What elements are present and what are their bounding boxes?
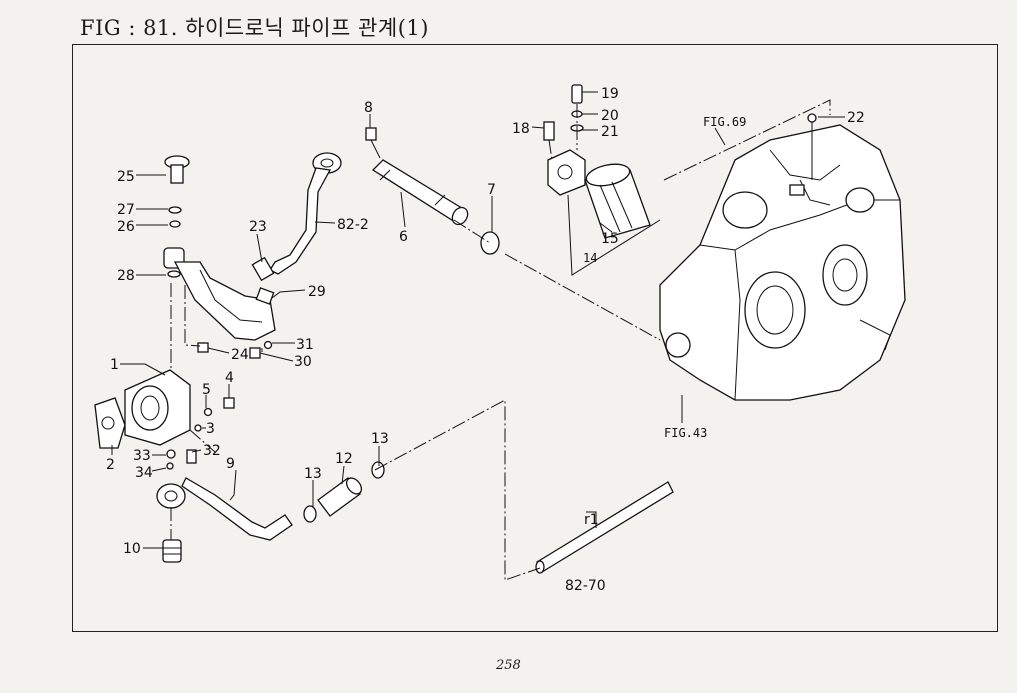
callout-21: 21 [601, 124, 619, 140]
callout-27: 27 [117, 202, 135, 218]
callout-4: 4 [225, 370, 234, 386]
callout-12: 12 [335, 451, 353, 467]
callout-33: 33 [133, 448, 151, 464]
suction-pipe-6 [365, 127, 469, 226]
page-number: 258 [496, 658, 521, 673]
callout-3: 3 [206, 421, 215, 437]
callout-24: 24 [231, 347, 249, 363]
hydraulic-pump [94, 369, 191, 449]
return-pipe-82-70 [535, 481, 674, 574]
callout-82-2: 82-2 [337, 217, 369, 233]
page-title: FIG : 81. 하이드로닉 파이프 관계(1) [80, 16, 429, 40]
callout-6: 6 [399, 229, 408, 245]
callout-13-right: 13 [371, 431, 389, 447]
callout-r1: r1 [584, 512, 599, 528]
o-ring-7 [480, 231, 500, 255]
callout-30: 30 [294, 354, 312, 370]
breather-fittings [163, 155, 190, 278]
diagram-frame [72, 44, 998, 632]
callout-18: 18 [512, 121, 530, 137]
callout-23: 23 [249, 219, 267, 235]
callout-labels: 25 27 26 28 1 2 5 4 3 33 34 32 9 10 13 1… [106, 86, 865, 594]
callout-10: 10 [123, 541, 141, 557]
callout-8: 8 [364, 100, 373, 116]
reference-fig-69: FIG.69 [703, 115, 746, 129]
callout-19: 19 [601, 86, 619, 102]
lower-pipe-assembly [156, 461, 385, 563]
assembly-lines [170, 99, 831, 581]
callout-7: 7 [487, 182, 496, 198]
leader-lines [111, 91, 845, 549]
callout-26: 26 [117, 219, 135, 235]
callout-13-left: 13 [304, 466, 322, 482]
callout-14: 14 [583, 251, 597, 265]
callout-82-70: 82-70 [565, 578, 606, 594]
transmission-housing [659, 124, 906, 401]
reference-fig-43: FIG.43 [664, 426, 707, 440]
callout-1: 1 [110, 357, 119, 373]
pump-fittings [166, 397, 235, 470]
callout-32: 32 [203, 443, 221, 459]
callout-34: 34 [135, 465, 153, 481]
callout-29: 29 [308, 284, 326, 300]
callout-9: 9 [226, 456, 235, 472]
callout-5: 5 [202, 382, 211, 398]
callout-31: 31 [296, 337, 314, 353]
callout-25: 25 [117, 169, 135, 185]
callout-22: 22 [847, 110, 865, 126]
callout-20: 20 [601, 108, 619, 124]
callout-28: 28 [117, 268, 135, 284]
oil-filter-assembly [543, 84, 661, 276]
upper-pipe-assembly [173, 152, 342, 359]
callout-15: 15 [601, 231, 619, 247]
callout-2: 2 [106, 457, 115, 473]
